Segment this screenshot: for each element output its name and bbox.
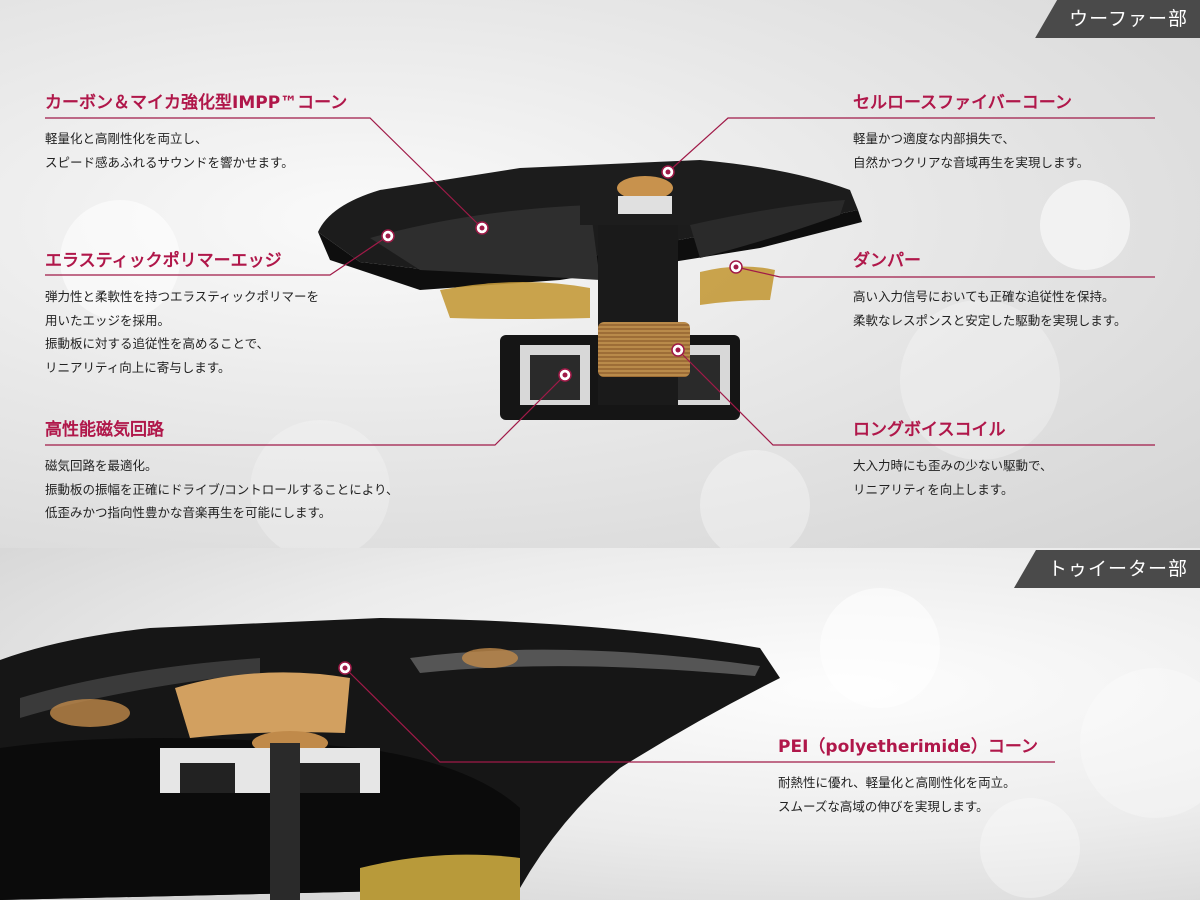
woofer-section-tag: ウーファー部 xyxy=(1035,0,1200,38)
feature-title: セルロースファイバーコーン xyxy=(853,93,1072,113)
feature-damper: ダンパー 高い入力信号においても正確な追従性を保持。 柔軟なレスポンスと安定した… xyxy=(853,246,1127,332)
feature-title: ダンパー xyxy=(853,251,921,271)
desc-line: スムーズな高域の伸びを実現します。 xyxy=(778,798,989,814)
feature-description: 磁気回路を最適化。 振動板の振幅を正確にドライブ/コントロールすることにより、 … xyxy=(45,454,398,525)
feature-description: 高い入力信号においても正確な追従性を保持。 柔軟なレスポンスと安定した駆動を実現… xyxy=(853,285,1127,332)
desc-line: リニアリティを向上します。 xyxy=(853,481,1014,497)
feature-description: 軽量化と高剛性化を両立し、 スピード感あふれるサウンドを響かせます。 xyxy=(45,127,347,174)
desc-line: 軽量かつ適度な内部損失で、 xyxy=(853,131,1016,146)
desc-line: 高い入力信号においても正確な追従性を保持。 xyxy=(853,289,1115,304)
woofer-panel: ウーファー部 xyxy=(0,0,1200,548)
woofer-cutaway-illustration xyxy=(45,117,1155,446)
feature-description: 耐熱性に優れ、軽量化と高剛性化を両立。 スムーズな高域の伸びを実現します。 xyxy=(778,771,1038,818)
feature-title: PEI（polyetherimide）コーン xyxy=(778,737,1039,757)
desc-line: 振動板の振幅を正確にドライブ/コントロールすることにより、 xyxy=(45,481,399,497)
desc-line: 柔軟なレスポンスと安定した駆動を実現します。 xyxy=(853,312,1127,328)
feature-description: 弾力性と柔軟性を持つエラスティックポリマーを 用いたエッジを採用。 振動板に対す… xyxy=(45,285,319,379)
feature-title: ロングボイスコイル xyxy=(853,420,1006,440)
feature-cellulose-fiber-cone: セルロースファイバーコーン 軽量かつ適度な内部損失で、 自然かつクリアな音域再生… xyxy=(853,88,1089,174)
feature-title: 高性能磁気回路 xyxy=(45,420,164,440)
desc-line: 大入力時にも歪みの少ない駆動で、 xyxy=(853,458,1053,473)
desc-line: 自然かつクリアな音域再生を実現します。 xyxy=(853,154,1090,170)
feature-carbon-mica-cone: カーボン＆マイカ強化型IMPP™コーン 軽量化と高剛性化を両立し、 スピード感あ… xyxy=(45,88,347,174)
tweeter-panel: トゥイーター部 PEI（polyetherimide）コーン 耐熱性に優れ、軽量… xyxy=(0,548,1200,900)
desc-line: 用いたエッジを採用。 xyxy=(45,312,171,328)
feature-title: エラスティックポリマーエッジ xyxy=(45,251,282,271)
desc-line: 振動板に対する追従性を高めることで、 xyxy=(45,336,270,351)
feature-elastic-polymer-edge: エラスティックポリマーエッジ 弾力性と柔軟性を持つエラスティックポリマーを 用い… xyxy=(45,246,319,379)
tweeter-section-tag: トゥイーター部 xyxy=(1013,550,1200,588)
feature-pei-cone: PEI（polyetherimide）コーン 耐熱性に優れ、軽量化と高剛性化を両… xyxy=(778,732,1038,818)
desc-line: リニアリティ向上に寄与します。 xyxy=(45,359,231,375)
desc-line: スピード感あふれるサウンドを響かせます。 xyxy=(45,154,294,170)
desc-line: 耐熱性に優れ、軽量化と高剛性化を両立。 xyxy=(778,775,1016,790)
tweeter-cutaway-illustration xyxy=(0,618,1055,900)
desc-line: 弾力性と柔軟性を持つエラスティックポリマーを xyxy=(45,289,320,304)
desc-line: 磁気回路を最適化。 xyxy=(45,458,158,473)
feature-long-voice-coil: ロングボイスコイル 大入力時にも歪みの少ない駆動で、 リニアリティを向上します。 xyxy=(853,415,1053,501)
feature-magnetic-circuit: 高性能磁気回路 磁気回路を最適化。 振動板の振幅を正確にドライブ/コントロールす… xyxy=(45,415,398,525)
desc-line: 軽量化と高剛性化を両立し、 xyxy=(45,131,208,146)
feature-description: 軽量かつ適度な内部損失で、 自然かつクリアな音域再生を実現します。 xyxy=(853,127,1089,174)
desc-line: 低歪みかつ指向性豊かな音楽再生を可能にします。 xyxy=(45,505,332,520)
feature-title: カーボン＆マイカ強化型IMPP™コーン xyxy=(45,93,348,113)
feature-description: 大入力時にも歪みの少ない駆動で、 リニアリティを向上します。 xyxy=(853,454,1053,501)
